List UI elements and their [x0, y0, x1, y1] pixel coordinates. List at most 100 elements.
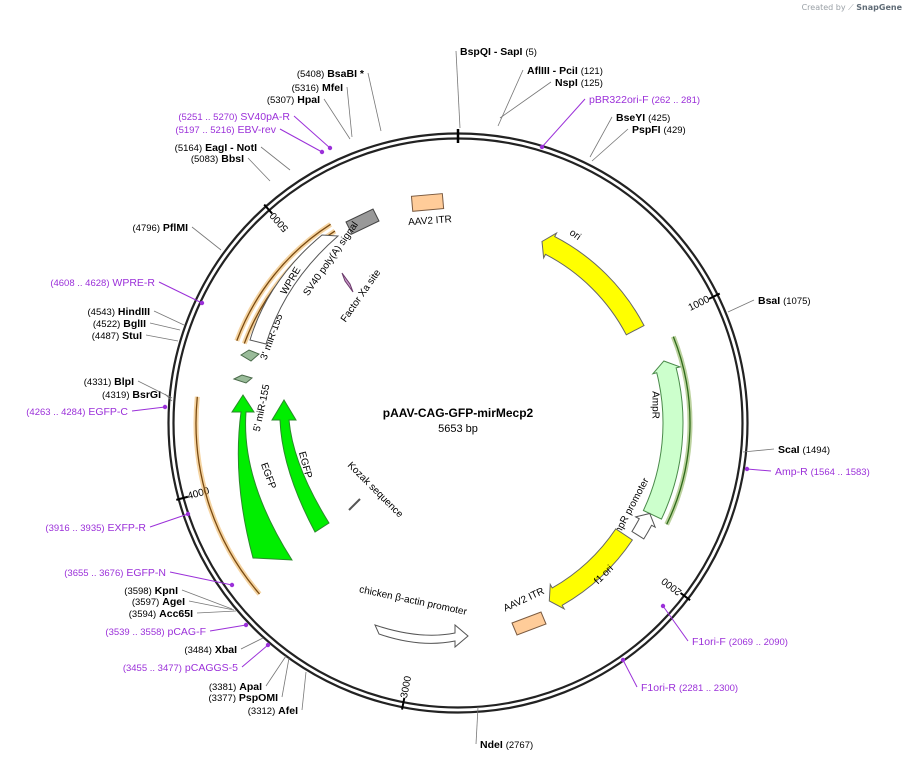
primer-name: WPRE-R [112, 277, 155, 289]
primer-site-marker [185, 511, 191, 517]
enzyme-site-label: (4319) BsrGI [102, 389, 161, 401]
primer-site-label: pBR322ori-F (262 .. 281) [589, 94, 700, 106]
enzyme-leader-line [591, 128, 629, 162]
enzyme-position: (5307) [267, 95, 294, 106]
primer-leader-line [209, 624, 247, 632]
primer-leader-line [241, 644, 269, 668]
primer-range: (262 .. 281) [651, 95, 700, 106]
enzyme-leader-line [181, 589, 233, 610]
enzyme-leader-line [260, 146, 291, 171]
enzyme-extra: - PciI [553, 65, 578, 77]
enzyme-position: (3594) [129, 609, 156, 620]
enzyme-name: KpnI [155, 585, 178, 597]
enzyme-position: (3598) [124, 586, 151, 597]
enzyme-extra: * [360, 68, 365, 80]
enzyme-position: (4796) [133, 223, 160, 234]
tick-mark-2000 [679, 592, 691, 602]
enzyme-position: (125) [581, 78, 603, 89]
primer-range: (3916 .. 3935) [45, 523, 104, 534]
enzyme-position: (3597) [132, 597, 159, 608]
enzyme-site-label: PspFI (429) [632, 124, 686, 136]
enzyme-site-label: ScaI (1494) [778, 444, 830, 456]
primer-site-label: (5251 .. 5270) SV40pA-R [178, 111, 290, 123]
enzyme-leader-line [137, 380, 173, 399]
kozak-sequence-marker [348, 498, 361, 511]
enzyme-site-label: (4487) StuI [92, 330, 142, 342]
enzyme-position: (5083) [191, 154, 218, 165]
enzyme-position: (1494) [803, 445, 830, 456]
aav2-itr-right-box [511, 611, 547, 636]
enzyme-site-label: (3597) AgeI [132, 596, 185, 608]
snapgene-label: SnapGene [856, 3, 902, 12]
primer-site-label: F1ori-F (2069 .. 2090) [692, 636, 788, 648]
enzyme-leader-line [153, 310, 185, 326]
mir155-5prime-marker [232, 374, 254, 384]
binding-arc-line [666, 336, 691, 525]
enzyme-name: AflIII [527, 65, 550, 77]
enzyme-name: BbsI [221, 153, 244, 165]
enzyme-site-label: (4543) HindIII [88, 306, 151, 318]
enzyme-site-label: BspQI - SapI (5) [460, 46, 537, 58]
enzyme-name: BsaI [758, 295, 780, 307]
enzyme-position: (4543) [88, 307, 115, 318]
enzyme-leader-line [240, 637, 264, 650]
enzyme-name: HindIII [118, 306, 150, 318]
enzyme-site-label: (5083) BbsI [191, 153, 244, 165]
enzyme-extra: - SapI [494, 46, 523, 58]
enzyme-name: BseYI [616, 112, 645, 124]
primer-name: SV40pA-R [240, 111, 290, 123]
primer-name: pCAG-F [167, 626, 206, 638]
enzyme-name: Acc65I [159, 608, 193, 620]
primer-site-marker [660, 603, 666, 609]
enzyme-name: AgeI [162, 596, 185, 608]
aav2-itr-left-label: AAV2 ITR [408, 214, 452, 228]
primer-leader-line [662, 605, 689, 642]
ori-label: ori [567, 227, 582, 242]
enzyme-leader-line [497, 69, 524, 127]
enzyme-name: BspQI [460, 46, 491, 58]
enzyme-name: BglII [123, 318, 146, 330]
primer-site-marker [744, 466, 750, 472]
plasmid-name: pAAV-CAG-GFP-mirMecp2 [383, 406, 534, 420]
ori-feature [541, 231, 645, 336]
enzyme-position: (1075) [783, 296, 810, 307]
enzyme-name: PspFI [632, 124, 661, 136]
primer-name: F1ori-F [692, 636, 726, 648]
enzyme-extra: - NotI [230, 142, 257, 154]
tick-label: 2000 [659, 575, 684, 598]
enzyme-leader-line [323, 98, 351, 140]
enzyme-site-label: (3377) PspOMI [209, 692, 279, 704]
enzyme-leader-line [727, 299, 755, 313]
enzyme-site-label: NdeI (2767) [480, 739, 533, 751]
primer-leader-line [541, 98, 586, 148]
enzyme-name: PflMI [163, 222, 188, 234]
primer-site-marker [539, 144, 545, 150]
tick-label: 3000 [399, 675, 414, 699]
enzyme-site-label: (3381) ApaI [209, 681, 262, 693]
enzyme-leader-line [247, 157, 271, 182]
primer-leader-line [149, 513, 189, 528]
egfp-outer-arrow [231, 394, 293, 561]
primer-range: (5251 .. 5270) [178, 112, 237, 123]
tick-mark-4000 [176, 495, 189, 501]
primer-site-label: (4608 .. 4628) WPRE-R [50, 277, 155, 289]
plasmid-size: 5653 bp [438, 423, 478, 435]
primer-name: pCAGGS-5 [185, 662, 238, 674]
f1-ori-feature [548, 528, 634, 611]
primer-leader-line [746, 468, 772, 472]
enzyme-site-label: (4522) BglII [93, 318, 146, 330]
primer-site-marker [162, 404, 168, 410]
primer-site-label: (3655 .. 3676) EGFP-N [64, 567, 166, 579]
primer-site-marker [265, 642, 271, 648]
enzyme-name: AfeI [278, 705, 298, 717]
primer-site-marker [620, 657, 626, 663]
primer-leader-line [279, 128, 323, 153]
enzyme-site-label: (5164) EagI - NotI [175, 142, 257, 154]
primer-range: (3655 .. 3676) [64, 568, 123, 579]
primer-site-label: (3455 .. 3477) pCAGGS-5 [123, 662, 238, 674]
primer-name: EBV-rev [237, 124, 276, 136]
enzyme-site-label: AflIII - PciI (121) [527, 65, 603, 77]
enzyme-site-label: (4331) BlpI [84, 376, 134, 388]
enzyme-site-label: (3312) AfeI [248, 705, 298, 717]
enzyme-name: HpaI [297, 94, 320, 106]
